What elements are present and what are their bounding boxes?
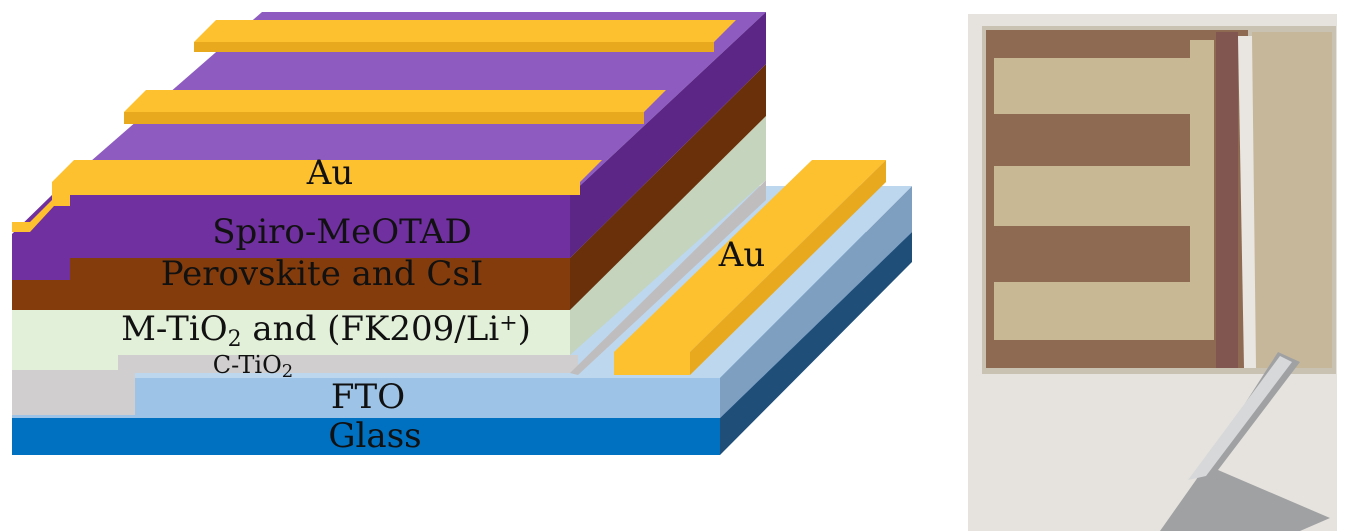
glass-front-face <box>12 418 720 455</box>
fto-side-face <box>720 186 912 418</box>
au-stripe-2 <box>124 90 666 112</box>
side-au-front <box>614 352 690 375</box>
mtio2-layer <box>12 116 766 370</box>
mtio2-label: M-TiO2 and (FK209/Li+) <box>121 309 531 352</box>
au-stripe-3 <box>52 160 602 182</box>
mtio2-subscript: 2 <box>228 327 242 352</box>
top-au-stripes <box>12 20 736 232</box>
au-top-label: Au <box>306 153 353 193</box>
au-stripe-1 <box>194 20 736 42</box>
perovskite-side-face <box>570 64 766 310</box>
fto-label: FTO <box>331 377 405 417</box>
side-au-contact <box>614 160 886 375</box>
perovskite-layer <box>12 64 766 310</box>
au-stripe-3-edge <box>12 222 30 232</box>
photo-fto-strip <box>1252 32 1332 368</box>
side-au-right <box>690 160 886 375</box>
spiro-label: Spiro-MeOTAD <box>212 212 472 252</box>
ctio2-prefix: C-TiO <box>213 351 282 379</box>
au-side-label: Au <box>718 235 765 275</box>
photo-electrode-2 <box>994 166 1204 226</box>
glass-side-face <box>720 232 912 455</box>
perovskite-front-face <box>12 258 570 310</box>
mtio2-suffix: ) <box>518 309 531 349</box>
mtio2-prefix: M-TiO <box>121 309 228 349</box>
au-stripe-3-front <box>30 182 580 232</box>
spiro-front-face <box>12 195 570 280</box>
tweezers-highlight <box>1188 356 1292 480</box>
mtio2-front-face <box>12 310 570 370</box>
ctio2-strip <box>118 355 578 373</box>
perovskite-label: Perovskite and CsI <box>161 254 484 294</box>
ctio2-subscript: 2 <box>282 361 293 382</box>
glass-label: Glass <box>328 416 421 456</box>
photo-edge-tint <box>1216 32 1238 368</box>
au-stripe-2-front <box>124 112 644 124</box>
photo-strip-shine <box>1238 36 1256 368</box>
device-photo <box>968 14 1337 531</box>
photo-electrode-1 <box>994 58 1204 114</box>
mtio2-mid: and (FK209/Li <box>242 309 500 349</box>
photo-electrode-3 <box>994 282 1204 340</box>
mtio2-superscript: + <box>499 311 517 336</box>
device-schematic: Au Spiro-MeOTAD Perovskite and CsI M-TiO… <box>12 12 912 456</box>
spiro-side-face <box>570 12 766 258</box>
ctio2-side-face <box>570 180 766 375</box>
tweezers-icon <box>1160 352 1330 531</box>
ctio2-label: C-TiO2 <box>213 351 293 382</box>
mtio2-side-face <box>570 116 766 355</box>
side-au-top <box>614 160 886 352</box>
au-stripe-1-front <box>194 42 714 52</box>
